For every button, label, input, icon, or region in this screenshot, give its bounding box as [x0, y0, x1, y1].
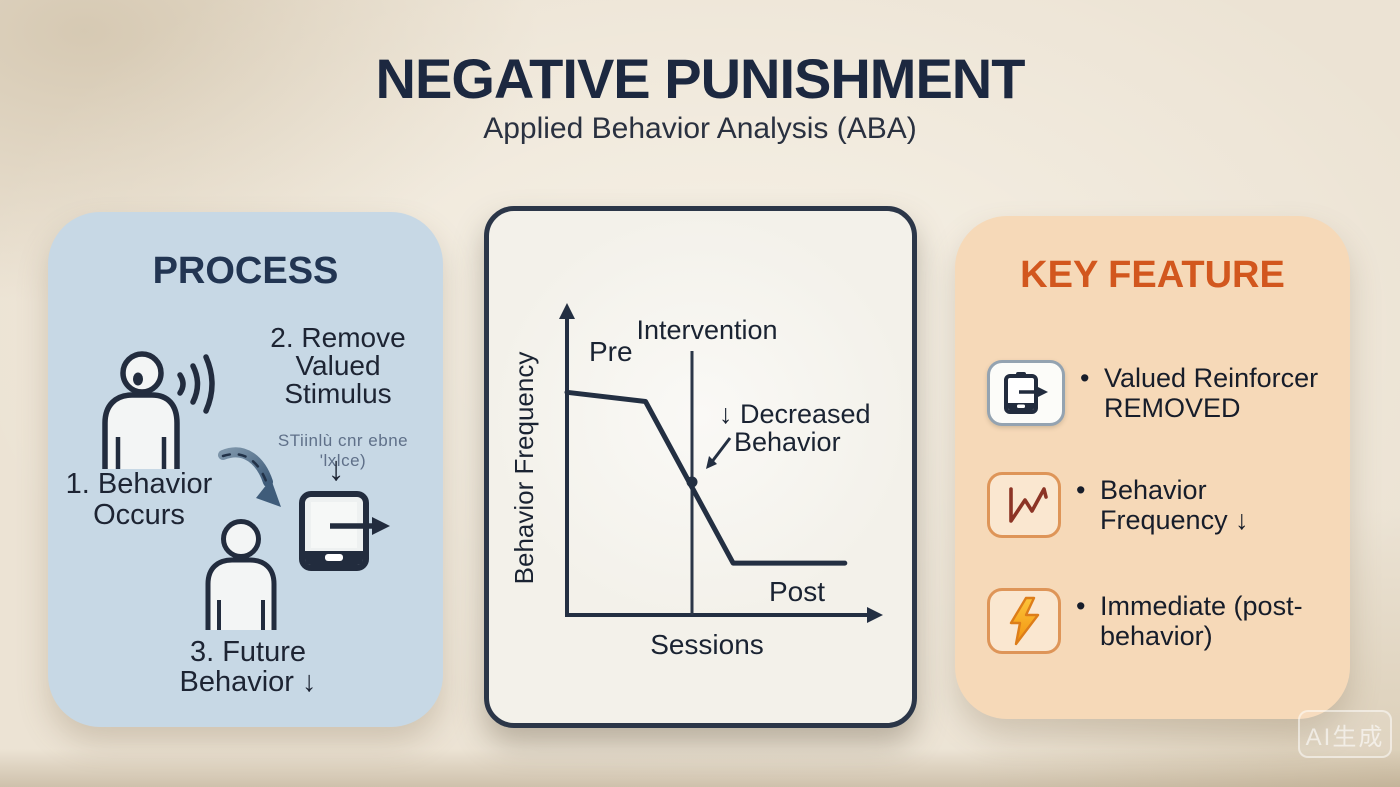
- page-title: NEGATIVE PUNISHMENT: [375, 47, 1026, 110]
- x-axis-arrowhead-icon: [867, 607, 883, 623]
- phase-label-pre: Pre: [589, 336, 633, 367]
- down-arrow-icon: ↓: [327, 450, 345, 488]
- behavior-frequency-chart: Pre Intervention ↓ Decreased Behavior Po…: [509, 303, 883, 660]
- lightning-icon: [1009, 596, 1040, 646]
- bullet-icon: •: [1076, 475, 1086, 505]
- sound-waves-icon: [177, 354, 215, 414]
- tablet-removed-icon: [1004, 372, 1048, 414]
- item2-line1: Behavior: [1100, 475, 1207, 505]
- open-mouth-icon: [133, 372, 143, 386]
- bullet-icon: •: [1080, 363, 1090, 393]
- item2-line2: Frequency ↓: [1100, 505, 1249, 535]
- tablet-removed-icon: [299, 491, 390, 571]
- process-panel-title: PROCESS: [152, 250, 339, 292]
- item1-line1: Valued Reinforcer: [1104, 363, 1319, 393]
- phase-label-post: Post: [769, 576, 825, 607]
- key-feature-item-immediate: • Immediate (post- behavior): [987, 588, 1303, 654]
- y-axis-arrowhead-icon: [559, 303, 575, 319]
- item1-line2: REMOVED: [1104, 393, 1241, 423]
- item3-line1: Immediate (post-: [1100, 591, 1303, 621]
- arrow-right-icon: [372, 517, 390, 535]
- key-feature-title: KEY FEATURE: [1020, 254, 1285, 296]
- garbled-note: STiinlù cnr ebne 'lxlce): [277, 431, 409, 470]
- key-feature-item-frequency-down: • Behavior Frequency ↓: [987, 472, 1249, 538]
- curved-arrow-icon: [218, 447, 281, 507]
- step3-label: 3. Future Behavior ↓: [179, 636, 317, 698]
- annotation-arrow: [709, 437, 732, 464]
- phase-label-intervention: Intervention: [636, 315, 777, 345]
- behavior-chart-card: Pre Intervention ↓ Decreased Behavior Po…: [484, 206, 917, 728]
- bullet-icon: •: [1076, 591, 1086, 621]
- person-yelling-icon: [102, 351, 215, 469]
- annotation-line1: ↓ Decreased: [719, 399, 871, 429]
- data-point-marker: [686, 476, 698, 488]
- page-subtitle: Applied Behavior Analysis (ABA): [483, 112, 917, 145]
- process-panel: PROCESS 1. Behavior Occurs 2. Remove Val…: [48, 212, 443, 727]
- key-feature-item-reinforcer-removed: • Valued Reinforcer REMOVED: [987, 360, 1318, 426]
- key-feature-panel: KEY FEATURE • Valued Reinforcer REMOVED: [955, 216, 1350, 719]
- annotation-arrowhead-icon: [706, 456, 717, 469]
- annotation-line2: Behavior: [734, 427, 841, 457]
- x-axis-label: Sessions: [650, 629, 764, 660]
- step1-label: 1. Behavior Occurs: [65, 468, 213, 531]
- trend-line-down-icon: [1009, 487, 1048, 523]
- step2-label: 2. Remove Valued Stimulus: [270, 322, 406, 409]
- item3-line2: behavior): [1100, 621, 1213, 651]
- ai-watermark: AI生成: [1298, 710, 1392, 758]
- person-icon: [205, 519, 277, 630]
- y-axis-label: Behavior Frequency: [509, 352, 539, 585]
